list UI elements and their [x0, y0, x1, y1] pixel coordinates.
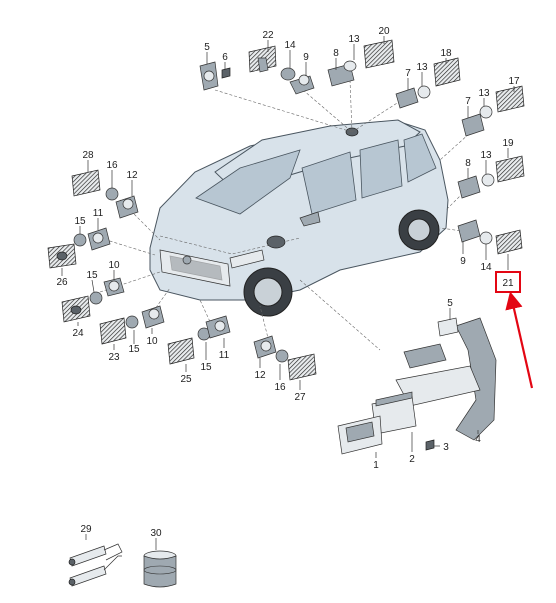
callout-5: 5: [447, 298, 453, 309]
part-group-8-13-19: [457, 148, 525, 199]
callout-12: 12: [126, 170, 138, 181]
callout-13: 13: [416, 62, 428, 73]
callout-9: 9: [303, 52, 309, 63]
part-group-24: [61, 295, 91, 326]
callout-25: 25: [180, 374, 192, 385]
callout-15: 15: [128, 344, 140, 355]
part-group-5-6: [199, 52, 231, 91]
callout-13: 13: [348, 34, 360, 45]
part-group-26: [47, 243, 77, 276]
callout-21: 21: [502, 278, 514, 289]
part-group-12-16-27: [253, 335, 317, 390]
part-group-7-13-17: [461, 85, 525, 137]
callout-12: 12: [254, 370, 266, 381]
callout-9: 9: [460, 256, 466, 267]
part-group-25-15-11: [167, 315, 231, 372]
callout-5: 5: [204, 42, 210, 53]
callout-16: 16: [106, 160, 118, 171]
callout-16: 16: [274, 382, 286, 393]
part-group-23-15-10: [99, 305, 165, 350]
callout-7: 7: [465, 96, 471, 107]
callout-15: 15: [200, 362, 212, 373]
callout-13: 13: [478, 88, 490, 99]
callout-4: 4: [475, 434, 481, 445]
callout-8: 8: [465, 158, 471, 169]
callout-15: 15: [74, 216, 86, 227]
callout-6: 6: [222, 52, 228, 63]
callout-2: 2: [409, 454, 415, 465]
callout-10: 10: [146, 336, 158, 347]
part-group-8-13-20: [327, 36, 395, 87]
callout-20: 20: [378, 26, 390, 37]
part-group-22-14-9: [248, 40, 315, 95]
callout-15: 15: [86, 270, 98, 281]
callout-27: 27: [294, 392, 306, 403]
part-group-29-wiring: [68, 534, 123, 587]
callout-24: 24: [72, 328, 84, 339]
callout-13: 13: [480, 150, 492, 161]
callout-28: 28: [82, 150, 94, 161]
control-unit-assembly: [337, 308, 497, 458]
callout-23: 23: [108, 352, 120, 363]
part-group-9-14-21: [457, 219, 523, 270]
callout-17: 17: [508, 76, 520, 87]
part-group-15-11: [73, 218, 111, 251]
part-group-30-sleeve: [143, 538, 177, 588]
callout-18: 18: [440, 48, 452, 59]
callout-10: 10: [108, 260, 120, 271]
callout-11: 11: [219, 350, 230, 361]
callout-26: 26: [56, 277, 68, 288]
part-group-28-16-12: [71, 160, 139, 219]
callout-29: 29: [80, 524, 92, 535]
callout-30: 30: [150, 528, 162, 539]
callout-labels: 5 6 22 14 9 8 13 20 7 13 18 7 13 17 28 1…: [56, 26, 520, 539]
callout-7: 7: [405, 68, 411, 79]
callout-3: 3: [443, 442, 449, 453]
callout-19: 19: [502, 138, 514, 149]
vehicle-illustration: [149, 119, 449, 317]
callout-1: 1: [373, 460, 379, 471]
callout-22: 22: [262, 30, 274, 41]
callout-14: 14: [284, 40, 296, 51]
part-group-15-10: [89, 270, 125, 305]
callout-11: 11: [93, 208, 104, 219]
highlight-arrow: [505, 291, 534, 389]
callout-14: 14: [480, 262, 492, 273]
callout-8: 8: [333, 48, 339, 59]
part-group-7-13-18: [395, 57, 461, 109]
